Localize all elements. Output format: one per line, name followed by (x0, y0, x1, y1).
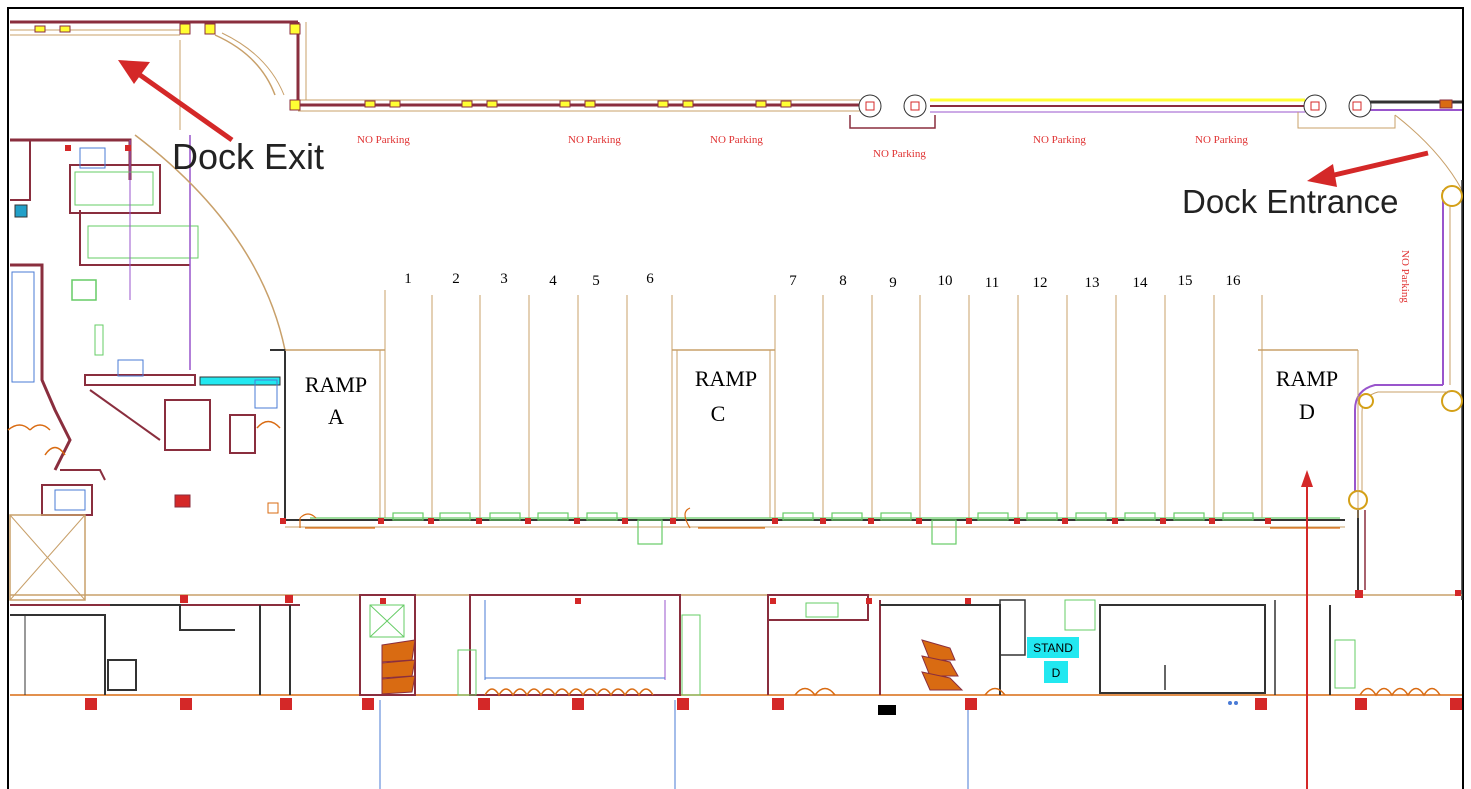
dock-exit-arrow (118, 60, 234, 143)
no-parking-label: NO Parking (710, 134, 763, 146)
no-parking-label: NO Parking (568, 134, 621, 146)
bay-number: 13 (1085, 275, 1100, 291)
stand-box (1027, 637, 1079, 658)
ramp-c-label: RAMP (695, 366, 757, 391)
bay-number: 2 (452, 271, 460, 287)
dock-entrance-label: Dock Entrance (1182, 183, 1398, 220)
dock-entrance-arrow (1307, 150, 1429, 187)
bay-number: 15 (1178, 273, 1193, 289)
bay-number: 11 (985, 275, 999, 291)
top-road (10, 20, 1462, 129)
no-parking-label: NO Parking (873, 148, 926, 160)
no-parking-label: NO Parking (357, 134, 410, 146)
bay-number: 3 (500, 271, 508, 287)
bay-number: 9 (889, 275, 897, 291)
bay-number: 10 (938, 273, 953, 289)
no-parking-label: NO Parking (1399, 250, 1411, 303)
ramp-d-label: RAMP (1276, 366, 1338, 391)
map-frame (7, 7, 1464, 789)
bay-number: 14 (1133, 275, 1149, 291)
dock-area (267, 290, 1359, 545)
ramp-d-arrow (1301, 470, 1313, 789)
bottom-building (10, 594, 1462, 789)
no-parking-label: NO Parking (1033, 134, 1086, 146)
bay-number: 16 (1226, 273, 1242, 289)
ramp-a-label: RAMP (305, 372, 367, 397)
bay-number: 6 (646, 271, 654, 287)
stand-label: STAND (1033, 641, 1073, 655)
bay-number: 12 (1033, 275, 1048, 291)
stand-letter-box (1044, 661, 1068, 683)
dock-exit-label: Dock Exit (172, 136, 324, 177)
ramp-d-letter: D (1299, 399, 1315, 424)
right-road (1348, 114, 1463, 600)
bay-number: 5 (592, 273, 600, 289)
left-building (7, 40, 286, 601)
no-parking-label: NO Parking (1195, 134, 1248, 146)
stairs (381, 639, 964, 695)
bay-number: 7 (789, 273, 797, 289)
ramp-a-letter: A (328, 404, 344, 429)
stand-letter: D (1052, 666, 1061, 680)
ramp-c-letter: C (711, 401, 726, 426)
bay-number: 8 (839, 273, 847, 289)
bay-number: 1 (404, 271, 412, 287)
bay-number: 4 (549, 273, 557, 289)
columns (65, 145, 1462, 710)
